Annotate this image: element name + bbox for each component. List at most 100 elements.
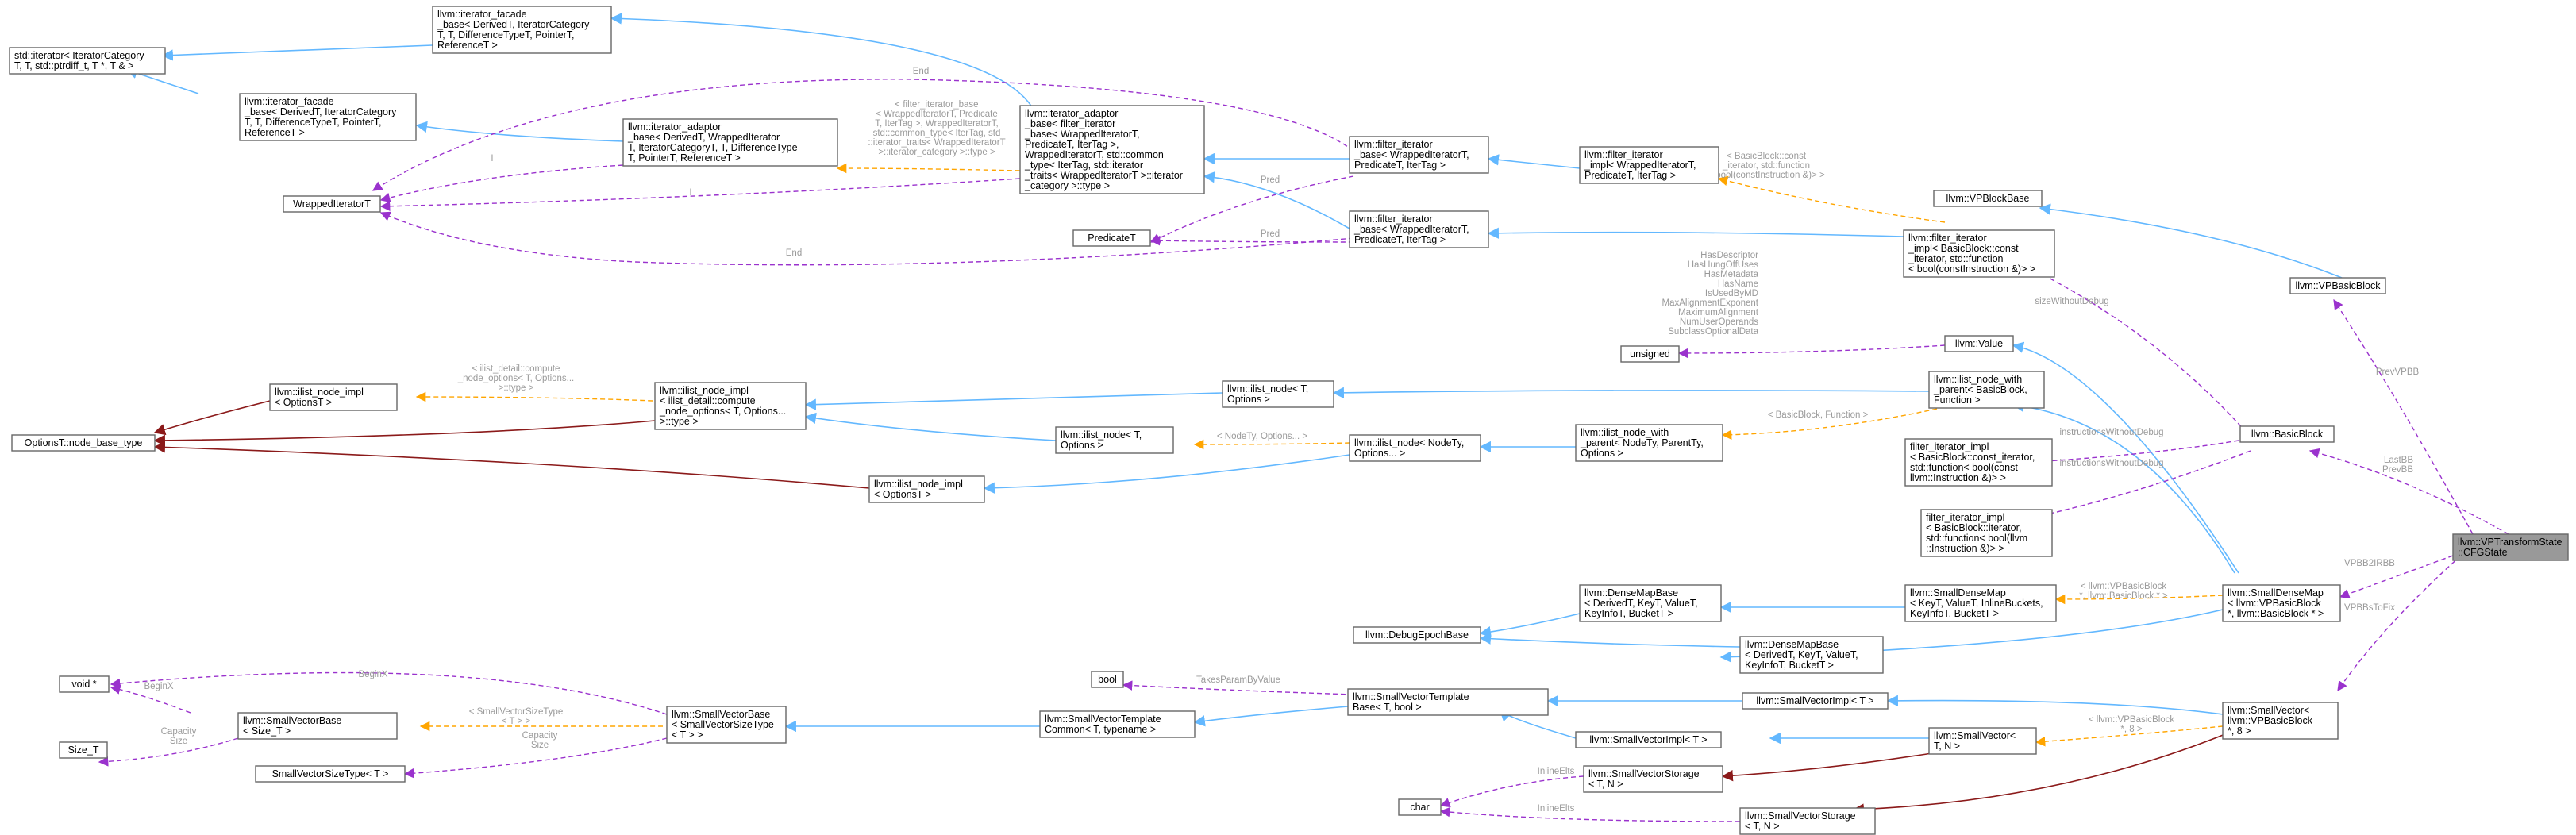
class-node-ilist-node-with-parent2[interactable]: llvm::ilist_node_with_parent< NodeTy, Pa…	[1575, 424, 1723, 462]
edge-wrapped-end-bottom	[379, 211, 1354, 266]
class-node-label-line: llvm::ilist_node< NodeTy,	[1354, 437, 1464, 448]
class-node-vpbasicblock[interactable]: llvm::VPBasicBlock	[2289, 277, 2386, 294]
class-node-label-line: _traits< WrappedIteratorT >::iterator	[1024, 170, 1183, 181]
edge-densemapbase2-to-debugepoch	[1479, 633, 1741, 648]
class-node-iter-facade-base1[interactable]: llvm::iterator_facade_base< DerivedT, It…	[432, 6, 612, 54]
edge-label-capacity-size2: Capacity	[522, 731, 558, 741]
class-node-char[interactable]: char	[1398, 798, 1442, 816]
class-node-smalldensemap2[interactable]: llvm::SmallDenseMap< llvm::VPBasicBlock*…	[2222, 584, 2341, 622]
edge-label-end-bottom: End	[786, 248, 802, 258]
class-node-box	[1620, 345, 1680, 363]
class-node-label-line: _base< DerivedT, IteratorCategory	[244, 106, 397, 117]
edge-impl3-to-options-base	[153, 441, 870, 489]
class-node-smalldensemap1[interactable]: llvm::SmallDenseMap< KeyT, ValueT, Inlin…	[1904, 584, 2057, 622]
class-node-box	[622, 118, 838, 167]
class-node-debugepochbase[interactable]: llvm::DebugEpochBase	[1353, 626, 1481, 644]
class-node-ilist-node-with-parent1[interactable]: llvm::ilist_node_with_parent< BasicBlock…	[1928, 371, 2045, 409]
class-node-label-line: PredicateT, IterTag >,	[1025, 139, 1119, 150]
class-node-box	[1055, 426, 1174, 454]
class-node-label-line: llvm::ilist_node_impl	[874, 479, 963, 490]
class-node-label-line: _base< WrappedIteratorT,	[1353, 149, 1469, 160]
class-node-label-line: llvm::VPTransformState	[2458, 537, 2563, 548]
class-node-filter-impl-const[interactable]: filter_iterator_impl< BasicBlock::const_…	[1904, 438, 2053, 487]
edge-ilnwp1-to-ilist-node1	[1332, 387, 1930, 398]
class-node-ilist-node-impl1[interactable]: llvm::ilist_node_impl< OptionsT >	[269, 383, 398, 411]
class-node-value[interactable]: llvm::Value	[1944, 335, 2014, 352]
class-node-svimpl1[interactable]: llvm::SmallVectorImpl< T >	[1742, 692, 1889, 710]
class-node-bool[interactable]: bool	[1091, 671, 1124, 688]
class-node-label-line: llvm::SmallDenseMap	[1910, 587, 2006, 598]
class-node-filter-iter-impl2[interactable]: llvm::filter_iterator_impl< BasicBlock::…	[1903, 229, 2055, 278]
class-node-smallvectorbase2[interactable]: llvm::SmallVectorBase< SmallVectorSizeTy…	[666, 706, 787, 744]
class-node-svstorage1[interactable]: llvm::SmallVectorStorage< T, N >	[1583, 765, 1723, 793]
edge-last-prev-bb	[2308, 448, 2509, 535]
class-node-filter-impl-iter[interactable]: filter_iterator_impl< BasicBlock::iterat…	[1920, 509, 2053, 557]
class-node-svstorage2[interactable]: llvm::SmallVectorStorage< T, N >	[1739, 807, 1876, 835]
class-node-box	[2239, 425, 2335, 443]
class-node-label-line: llvm::iterator_adaptor	[1025, 108, 1118, 119]
edge-impl2-to-options-base	[153, 420, 656, 447]
class-node-label-line: ReferenceT >	[245, 127, 305, 138]
class-node-smallvectorbase1[interactable]: llvm::SmallVectorBase< Size_T >	[237, 712, 398, 740]
class-node-label-line: llvm::VPBasicBlock	[2296, 280, 2382, 291]
edge-void-beginx	[110, 671, 668, 715]
class-node-ilist-node3[interactable]: llvm::ilist_node< NodeTy,Options... >	[1349, 434, 1481, 462]
class-node-iter-adaptor-base1[interactable]: llvm::iterator_adaptor_base< DerivedT, W…	[622, 118, 838, 167]
class-node-filter-iter-base2[interactable]: llvm::filter_iterator_base< WrappedItera…	[1349, 210, 1489, 248]
edges	[98, 13, 2509, 822]
edge-char-inline-elts2	[1439, 806, 1741, 822]
edge-label-value-members: SubclassOptionalData	[1668, 327, 1758, 337]
class-node-label-line: < OptionsT >	[874, 489, 931, 500]
edge-ilist-node3-to-ilist-node2	[1193, 439, 1350, 450]
class-node-void-ptr[interactable]: void *	[59, 675, 110, 693]
edge-label-pred2: Pred	[1261, 229, 1280, 239]
class-node-ilist-node-impl3[interactable]: llvm::ilist_node_impl< OptionsT >	[868, 475, 985, 503]
class-node-svimpl2[interactable]: llvm::SmallVectorImpl< T >	[1575, 731, 1722, 748]
class-node-options-node-base[interactable]: OptionsT::node_base_type	[11, 434, 156, 452]
class-node-densemapbase1[interactable]: llvm::DenseMapBase< DerivedT, KeyT, Valu…	[1579, 584, 1722, 622]
edge-label-end-top: End	[913, 67, 929, 76]
class-node-predicate[interactable]: PredicateT	[1072, 229, 1151, 247]
class-node-filter-iter-impl1[interactable]: llvm::filter_iterator_impl< WrappedItera…	[1579, 146, 1719, 184]
class-node-iter-facade-base2[interactable]: llvm::iterator_facade_base< DerivedT, It…	[239, 93, 417, 141]
class-node-cfgstate[interactable]: llvm::VPTransformState::CFGState	[2452, 533, 2569, 561]
edge-adaptor1-to-facade2	[415, 121, 624, 142]
class-node-label-line: _parent< NodeTy, ParentTy,	[1580, 437, 1704, 448]
class-node-label-line: llvm::DenseMapBase	[1745, 639, 1839, 650]
class-node-vpblockbase[interactable]: llvm::VPBlockBase	[1933, 190, 2043, 207]
class-node-label-line: < llvm::VPBasicBlock	[2228, 598, 2321, 609]
edge-unsigned-value	[1677, 344, 1946, 359]
class-node-label-line: < BasicBlock::const_iterator,	[1910, 452, 2035, 463]
class-node-ilist-node1[interactable]: llvm::ilist_node< T,Options >	[1222, 380, 1334, 408]
class-node-filter-iter-base1[interactable]: llvm::filter_iterator_base< WrappedItera…	[1349, 136, 1489, 174]
class-node-smallvector2[interactable]: llvm::SmallVector<llvm::VPBasicBlock*, 8…	[2222, 702, 2339, 740]
class-node-label-line: < T > >	[672, 729, 703, 741]
class-node-unsigned[interactable]: unsigned	[1620, 345, 1680, 363]
edge-facade1-to-std-iter	[161, 44, 433, 61]
class-node-label-line: T, PointerT, ReferenceT >	[628, 152, 741, 164]
edge-label-value-members: MaxAlignmentExponent	[1662, 298, 1759, 308]
class-node-ilist-node-impl2[interactable]: llvm::ilist_node_impl< ilist_detail::com…	[654, 382, 807, 430]
class-node-label-line: T, T, std::ptrdiff_t, T *, T & >	[14, 60, 133, 71]
class-node-smallvector1[interactable]: llvm::SmallVector<T, N >	[1928, 727, 2037, 755]
edge-ilist-node1-to-impl2	[804, 392, 1223, 410]
class-node-wrapped-iter[interactable]: WrappedIteratorT	[283, 195, 381, 213]
class-node-label-line: T, T, DifferenceTypeT, PointerT,	[245, 117, 382, 128]
class-node-label-line: llvm::VPBasicBlock	[2228, 715, 2313, 726]
edge-label-i-upper: I	[491, 154, 493, 164]
class-node-ilist-node2[interactable]: llvm::ilist_node< T,Options >	[1055, 426, 1174, 454]
class-node-box	[1575, 424, 1723, 462]
class-node-basicblock[interactable]: llvm::BasicBlock	[2239, 425, 2335, 443]
class-node-std-iter[interactable]: std::iterator< IteratorCategoryT, T, std…	[9, 47, 166, 75]
class-node-size-t[interactable]: Size_T	[59, 741, 108, 759]
edge-label-filter-base-tmpl: >::iterator_category >::type >	[878, 148, 995, 157]
class-node-box	[868, 475, 985, 503]
class-node-box	[1349, 434, 1481, 462]
class-node-sv-size-type[interactable]: SmallVectorSizeType< T >	[255, 765, 406, 783]
class-node-iter-adaptor-base2[interactable]: llvm::iterator_adaptor_base< filter_iter…	[1019, 105, 1205, 194]
edge-label-bb-const-tmpl: < BasicBlock::const	[1727, 152, 1807, 161]
class-node-label-line: KeyInfoT, BucketT >	[1910, 608, 1999, 619]
class-node-densemapbase2[interactable]: llvm::DenseMapBase< DerivedT, KeyT, Valu…	[1739, 636, 1884, 674]
